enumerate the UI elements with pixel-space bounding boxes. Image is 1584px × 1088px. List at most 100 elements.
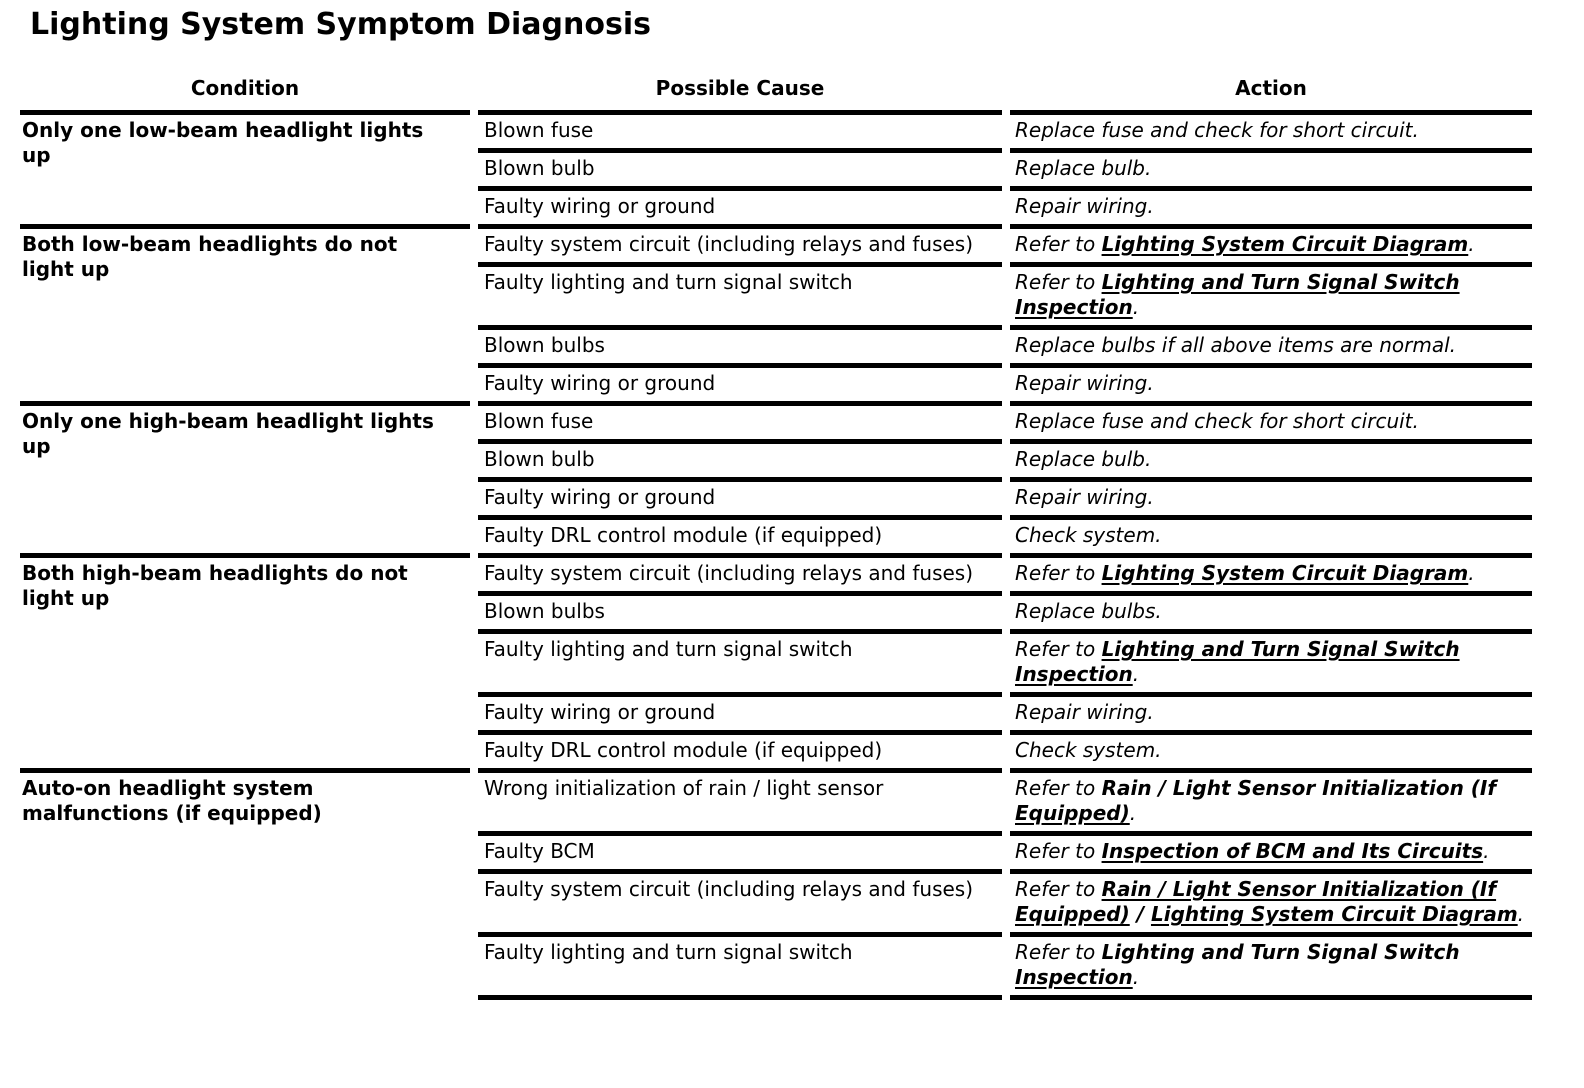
cause-cell: Faulty system circuit (including relays … — [478, 874, 1002, 937]
action-reference-link[interactable]: Lighting System Circuit Diagram — [1101, 232, 1469, 256]
action-cell: Refer to Lighting and Turn Signal Switch… — [1010, 267, 1532, 330]
action-cell: Refer to Lighting System Circuit Diagram… — [1010, 558, 1532, 596]
action-text: Replace bulbs. — [1015, 599, 1162, 623]
table-row: Both low-beam headlights do not light up… — [20, 229, 1532, 406]
action-text: Refer to — [1015, 232, 1102, 256]
cause-cell: Faulty lighting and turn signal switch — [478, 634, 1002, 697]
action-text: Refer to — [1015, 561, 1102, 585]
table-header-row: Condition Possible Cause Action — [20, 70, 1532, 115]
page-title: Lighting System Symptom Diagnosis — [30, 7, 651, 42]
cause-cell: Faulty DRL control module (if equipped) — [478, 520, 1002, 558]
cause-cell: Blown bulbs — [478, 596, 1002, 634]
action-reference-link[interactable]: Lighting and Turn Signal Switch — [1101, 940, 1460, 964]
cause-cell: Faulty wiring or ground — [478, 697, 1002, 735]
cause-cell: Wrong initialization of rain / light sen… — [478, 773, 1002, 836]
action-cell: Refer to Lighting System Circuit Diagram… — [1010, 229, 1532, 267]
condition-cell: Auto-on headlight system malfunctions (i… — [22, 776, 322, 825]
table-row: Faulty wiring or ground Repair wiring. — [20, 368, 1532, 406]
action-text: Repair wiring. — [1015, 371, 1154, 395]
cause-cell: Faulty wiring or ground — [478, 482, 1002, 520]
action-cell: Refer to Rain / Light Sensor Initializat… — [1010, 874, 1532, 937]
table-row: Blown bulb Replace bulb. — [20, 153, 1532, 191]
action-reference-link[interactable]: Rain / Light Sensor Initialization (If — [1101, 776, 1497, 800]
action-text: Check system. — [1015, 738, 1162, 762]
table-row: Faulty DRL control module (if equipped) C… — [20, 520, 1532, 558]
cause-cell: Faulty BCM — [478, 836, 1002, 874]
action-cell: Refer to Rain / Light Sensor Initializat… — [1010, 773, 1532, 836]
col-header-action: Action — [1010, 70, 1532, 115]
cause-cell: Faulty DRL control module (if equipped) — [478, 735, 1002, 773]
cause-cell: Blown bulb — [478, 153, 1002, 191]
action-text: Refer to — [1015, 940, 1102, 964]
action-text: . — [1468, 561, 1475, 585]
action-text: Repair wiring. — [1015, 700, 1154, 724]
action-text: Refer to — [1015, 839, 1102, 863]
action-text: Repair wiring. — [1015, 485, 1154, 509]
action-reference-link[interactable]: Lighting and Turn Signal Switch Inspecti… — [1015, 637, 1460, 686]
action-reference-link[interactable]: Lighting System Circuit Diagram — [1150, 902, 1518, 926]
table-row: Faulty wiring or ground Repair wiring. — [20, 482, 1532, 520]
condition-cell: Both high-beam headlights do not light u… — [20, 558, 470, 773]
cause-cell: Faulty wiring or ground — [478, 191, 1002, 229]
action-cell: Check system. — [1010, 735, 1532, 773]
action-text: Replace fuse and check for short circuit… — [1015, 118, 1419, 142]
cause-cell: Blown bulbs — [478, 330, 1002, 368]
action-cell: Replace bulb. — [1010, 444, 1532, 482]
action-cell: Repair wiring. — [1010, 368, 1532, 406]
action-reference-link[interactable]: Inspection of BCM and Its Circuits — [1101, 839, 1484, 863]
action-cell: Replace bulbs. — [1010, 596, 1532, 634]
action-cell: Check system. — [1010, 520, 1532, 558]
action-text: Replace bulb. — [1015, 156, 1152, 180]
action-text: Refer to — [1015, 637, 1102, 661]
action-text: . — [1129, 801, 1137, 825]
table-row: Faulty system circuit (including relays … — [20, 874, 1532, 937]
action-reference-link[interactable]: Inspection — [1015, 965, 1133, 989]
action-text: . — [1483, 839, 1490, 863]
action-reference-link[interactable]: Lighting and Turn Signal Switch Inspecti… — [1015, 270, 1460, 319]
action-cell: Repair wiring. — [1010, 697, 1532, 735]
table-row: Faulty DRL control module (if equipped) C… — [20, 735, 1532, 773]
table-row: Both high-beam headlights do not light u… — [20, 558, 1532, 773]
condition-cell: Only one low-beam headlight lights up — [20, 115, 470, 229]
action-reference-link[interactable]: / — [1129, 902, 1151, 926]
action-cell: Replace fuse and check for short circuit… — [1010, 406, 1532, 444]
cause-cell: Faulty system circuit (including relays … — [478, 229, 1002, 267]
action-text: . — [1132, 295, 1140, 319]
action-cell: Repair wiring. — [1010, 191, 1532, 229]
cause-cell: Blown fuse — [478, 115, 1002, 153]
col-header-condition: Condition — [20, 70, 470, 115]
cause-cell: Blown fuse — [478, 406, 1002, 444]
diagnosis-table: Condition Possible Cause Action Only one… — [12, 70, 1540, 1000]
action-text: Refer to — [1015, 877, 1102, 901]
cause-cell: Faulty wiring or ground — [478, 368, 1002, 406]
action-text: Replace bulbs if all above items are nor… — [1015, 333, 1457, 357]
action-cell: Replace fuse and check for short circuit… — [1010, 115, 1532, 153]
action-text: . — [1132, 965, 1140, 989]
cause-cell: Faulty lighting and turn signal switch — [478, 937, 1002, 1000]
table-row: Faulty wiring or ground Repair wiring. — [20, 191, 1532, 229]
table-row: Faulty wiring or ground Repair wiring. — [20, 697, 1532, 735]
action-text: Check system. — [1015, 523, 1162, 547]
action-text: Repair wiring. — [1015, 194, 1154, 218]
cause-cell: Faulty system circuit (including relays … — [478, 558, 1002, 596]
action-text: Replace bulb. — [1015, 447, 1152, 471]
action-reference-link[interactable]: Rain / Light Sensor Initialization (If E… — [1015, 877, 1497, 926]
action-cell: Refer to Lighting and Turn Signal Switch… — [1010, 937, 1532, 1000]
action-reference-link[interactable]: Lighting System Circuit Diagram — [1101, 561, 1469, 585]
action-cell: Refer to Inspection of BCM and Its Circu… — [1010, 836, 1532, 874]
table-row: Auto-on headlight system malfunctions (i… — [20, 773, 1532, 836]
table-row: Blown bulbs Replace bulbs if all above it… — [20, 330, 1532, 368]
action-text: . — [1468, 232, 1475, 256]
action-text: Refer to — [1015, 776, 1102, 800]
action-reference-link[interactable]: Equipped) — [1015, 801, 1130, 825]
col-header-possible-cause: Possible Cause — [478, 70, 1002, 115]
action-text: Refer to — [1015, 270, 1102, 294]
